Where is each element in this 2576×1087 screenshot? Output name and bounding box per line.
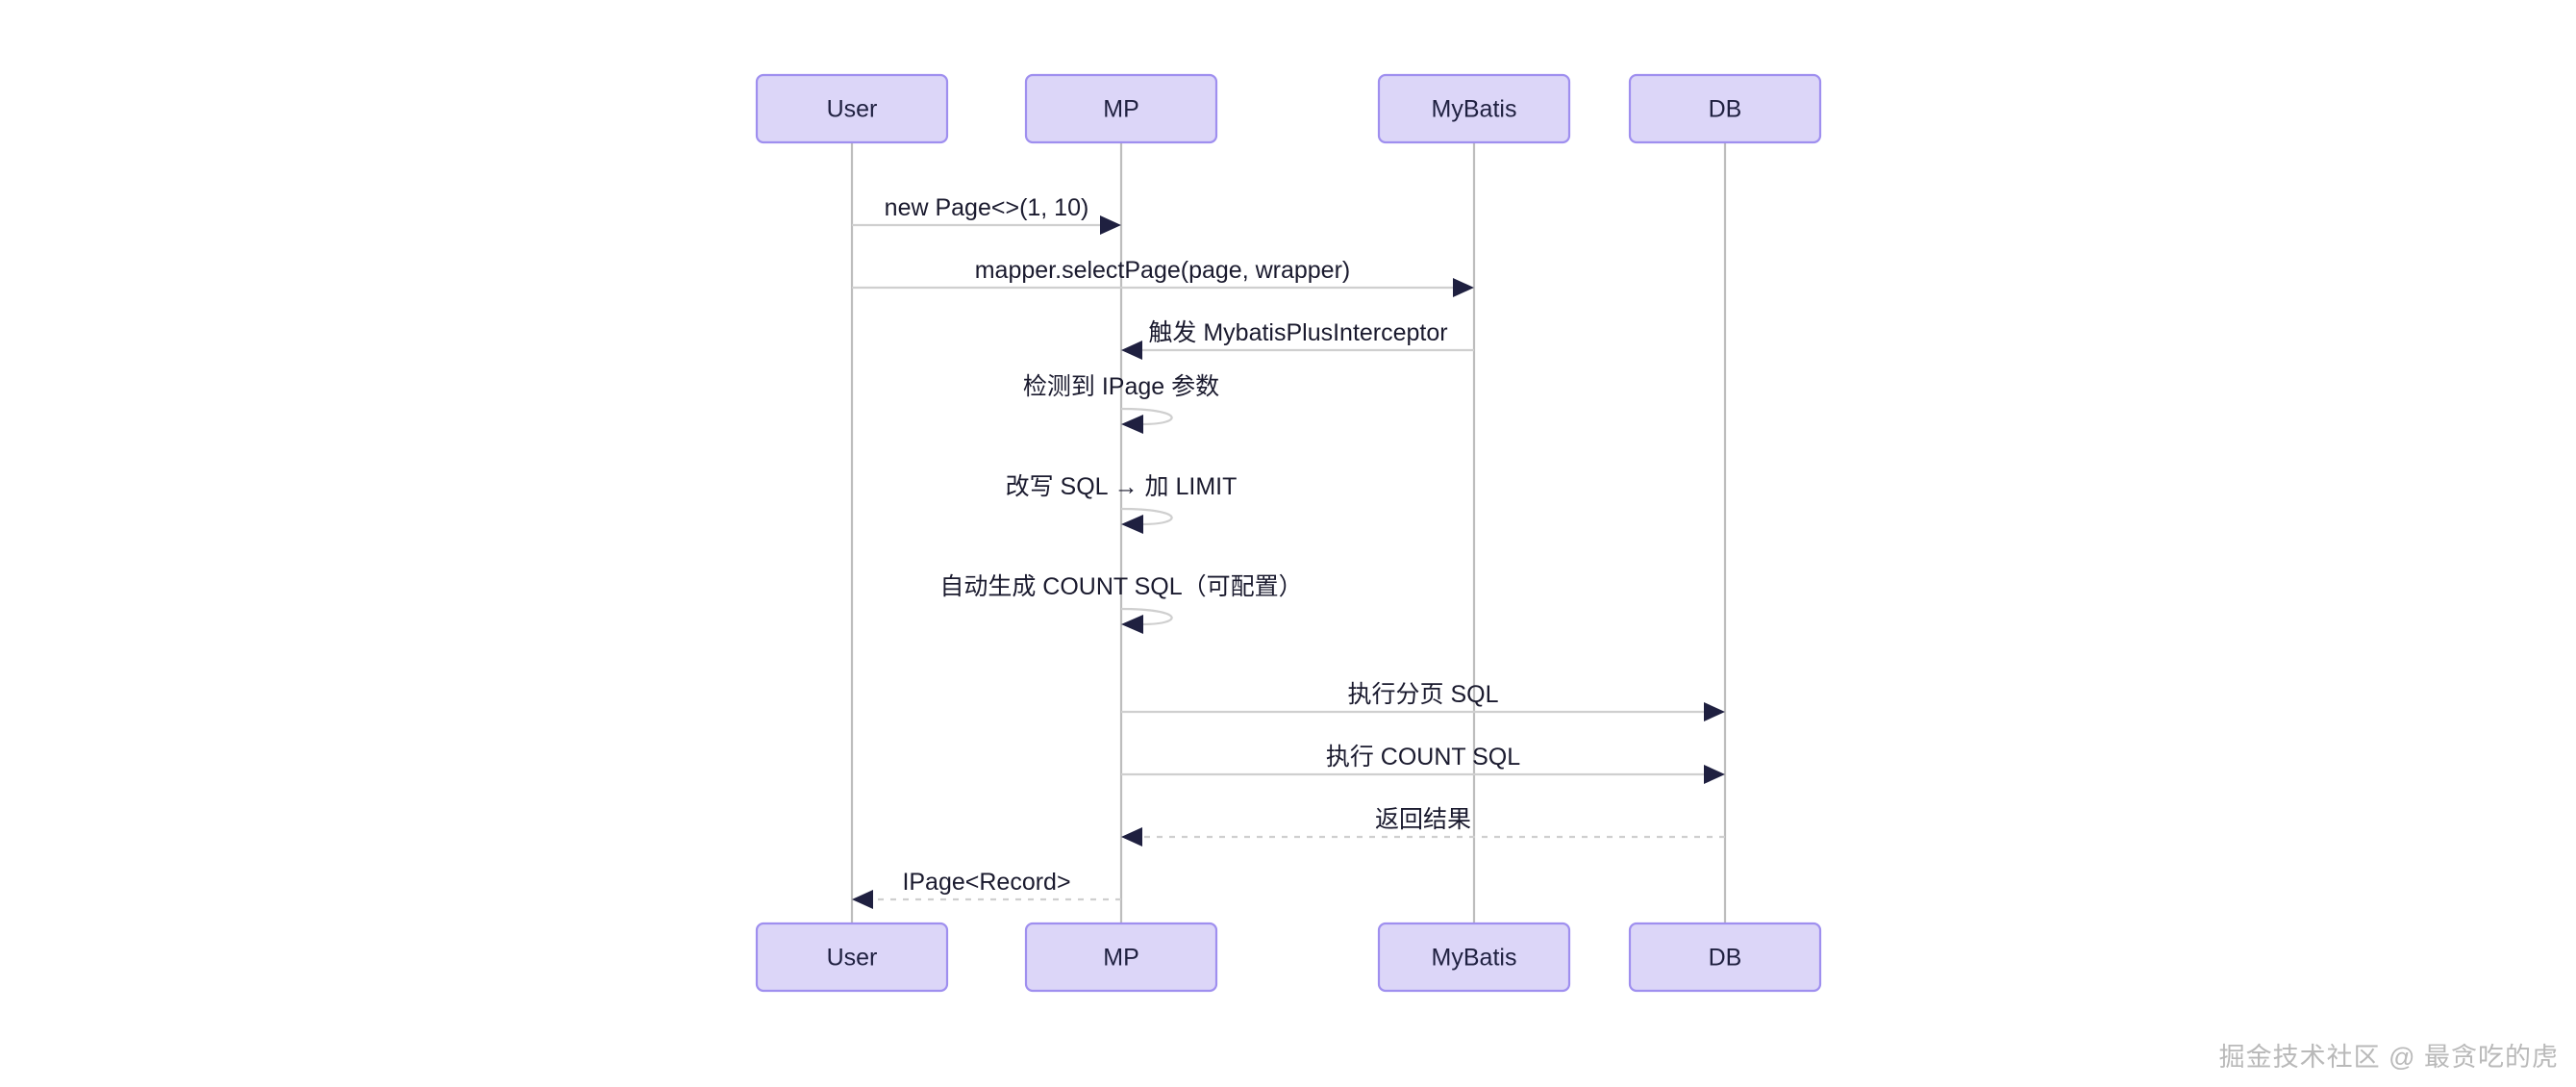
actor-header-mybatis[interactable]: MyBatis bbox=[1377, 73, 1571, 144]
actor-label-db: DB bbox=[1709, 96, 1742, 123]
actor-label-user-bottom: User bbox=[827, 945, 878, 972]
message-2-arrowhead bbox=[1453, 278, 1474, 297]
message-1[interactable]: new Page<>(1, 10) bbox=[852, 194, 1121, 235]
actor-header-row: User MP MyBatis DB bbox=[755, 73, 1822, 144]
message-6-label: 自动生成 COUNT SQL（可配置） bbox=[939, 573, 1302, 600]
actor-box-mybatis[interactable] bbox=[1377, 73, 1571, 144]
actor-label-db-bottom: DB bbox=[1709, 945, 1742, 972]
message-7-label: 执行分页 SQL bbox=[1348, 681, 1499, 708]
message-5-label: 改写 SQL → 加 LIMIT bbox=[1006, 473, 1238, 500]
actor-header-mp[interactable]: MP bbox=[1024, 73, 1218, 144]
actor-box-mybatis-bottom[interactable] bbox=[1377, 922, 1571, 993]
message-3[interactable]: 触发 MybatisPlusInterceptor bbox=[1121, 319, 1474, 360]
message-5-loop bbox=[1120, 507, 1173, 526]
message-3-arrowhead bbox=[1121, 341, 1142, 360]
message-6[interactable]: 自动生成 COUNT SQL（可配置） bbox=[939, 573, 1303, 634]
actor-footer-row: User MP MyBatis DB bbox=[755, 922, 1822, 993]
actor-footer-mp[interactable]: MP bbox=[1024, 922, 1218, 993]
message-4-arrowhead bbox=[1121, 415, 1143, 434]
message-7-arrowhead bbox=[1704, 702, 1725, 721]
actor-footer-db[interactable]: DB bbox=[1628, 922, 1822, 993]
message-8-arrowhead bbox=[1704, 765, 1725, 784]
actor-footer-mybatis[interactable]: MyBatis bbox=[1377, 922, 1571, 993]
message-1-arrowhead bbox=[1100, 215, 1121, 235]
message-1-label: new Page<>(1, 10) bbox=[885, 194, 1089, 221]
message-5-arrowhead bbox=[1121, 515, 1143, 534]
actor-label-mp: MP bbox=[1103, 96, 1139, 123]
message-10-label: IPage<Record> bbox=[902, 869, 1070, 896]
message-8-label: 执行 COUNT SQL bbox=[1326, 744, 1520, 771]
actor-label-mybatis-bottom: MyBatis bbox=[1432, 945, 1517, 972]
actor-box-user[interactable] bbox=[755, 73, 949, 144]
message-4-loop bbox=[1120, 407, 1173, 426]
actor-header-db[interactable]: DB bbox=[1628, 73, 1822, 144]
actor-label-user: User bbox=[827, 96, 878, 123]
message-6-arrowhead bbox=[1121, 615, 1143, 634]
message-2-label: mapper.selectPage(page, wrapper) bbox=[975, 257, 1351, 284]
message-8[interactable]: 执行 COUNT SQL bbox=[1121, 744, 1725, 784]
actor-box-db-bottom[interactable] bbox=[1628, 922, 1822, 993]
lifelines bbox=[850, 142, 1727, 923]
message-10[interactable]: IPage<Record> bbox=[852, 869, 1121, 909]
actor-footer-user[interactable]: User bbox=[755, 922, 949, 993]
message-6-loop bbox=[1120, 607, 1173, 626]
actor-box-mp-bottom[interactable] bbox=[1024, 922, 1218, 993]
actor-header-user[interactable]: User bbox=[755, 73, 949, 144]
actor-box-db[interactable] bbox=[1628, 73, 1822, 144]
message-9-arrowhead bbox=[1121, 827, 1142, 847]
message-4-label: 检测到 IPage 参数 bbox=[1023, 373, 1219, 400]
message-10-arrowhead bbox=[852, 890, 873, 909]
message-7[interactable]: 执行分页 SQL bbox=[1121, 681, 1725, 721]
actor-label-mp-bottom: MP bbox=[1103, 945, 1139, 972]
actor-label-mybatis: MyBatis bbox=[1432, 96, 1517, 123]
message-9-label: 返回结果 bbox=[1375, 806, 1471, 833]
message-4[interactable]: 检测到 IPage 参数 bbox=[1023, 373, 1219, 434]
message-2[interactable]: mapper.selectPage(page, wrapper) bbox=[852, 257, 1474, 297]
message-9[interactable]: 返回结果 bbox=[1121, 806, 1725, 847]
watermark: 掘金技术社区 @ 最贪吃的虎 bbox=[2218, 1043, 2559, 1072]
actor-box-mp[interactable] bbox=[1024, 73, 1218, 144]
message-3-label: 触发 MybatisPlusInterceptor bbox=[1148, 319, 1447, 346]
message-5[interactable]: 改写 SQL → 加 LIMIT bbox=[1006, 473, 1238, 534]
actor-box-user-bottom[interactable] bbox=[755, 922, 949, 993]
